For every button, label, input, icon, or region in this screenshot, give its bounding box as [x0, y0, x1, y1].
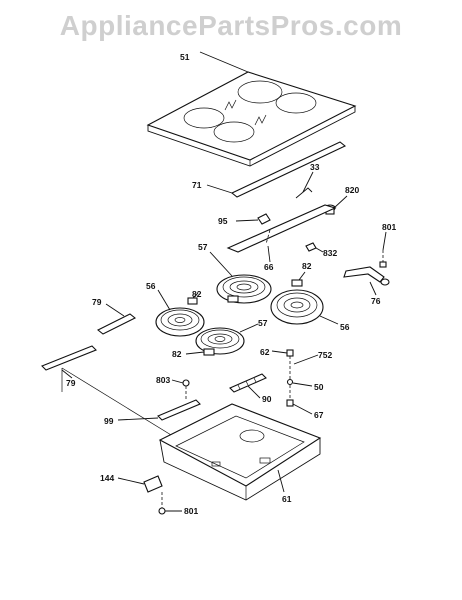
- label-79-upper: 79: [92, 297, 102, 307]
- label-57-lower: 57: [258, 318, 268, 328]
- label-832: 832: [323, 248, 337, 258]
- receptacle-82-right-part: [291, 271, 306, 287]
- bracket-144-part: [117, 475, 163, 493]
- label-71: 71: [192, 180, 202, 190]
- surface-element-57-top-part: [209, 251, 272, 304]
- terminal-wire-76-part: [343, 266, 390, 296]
- label-57-top: 57: [198, 242, 208, 252]
- label-56-left: 56: [146, 281, 156, 291]
- label-50: 50: [314, 382, 324, 392]
- label-76: 76: [371, 296, 381, 306]
- label-33: 33: [310, 162, 320, 172]
- label-90: 90: [262, 394, 272, 404]
- switch-strip-90-part: [229, 373, 267, 399]
- screw-832-part: [305, 242, 324, 253]
- screw-801-top-part: [379, 231, 387, 268]
- site-watermark: AppliancePartsPros.com: [59, 10, 403, 41]
- rear-trim-strip-part: [206, 141, 347, 198]
- side-trim-79-lower-part: [41, 345, 177, 439]
- screw-803-part: [171, 379, 190, 400]
- surface-element-57-lower-part: [185, 323, 259, 356]
- side-trim-79-upper-part: [96, 303, 137, 335]
- label-801-bottom: 801: [184, 506, 198, 516]
- label-95: 95: [218, 216, 228, 226]
- screw-801-bottom-part: [158, 492, 182, 515]
- label-79-lower: 79: [66, 378, 76, 388]
- label-803: 803: [156, 375, 170, 385]
- surface-element-56-right-part: [270, 289, 339, 325]
- support-bar-66-part: [226, 204, 337, 263]
- cooktop-glass-part: [146, 51, 357, 167]
- label-62: 62: [260, 347, 270, 357]
- label-61: 61: [282, 494, 292, 504]
- label-82-left: 82: [192, 289, 202, 299]
- label-82-right: 82: [302, 261, 312, 271]
- bracket-33-part: [295, 171, 314, 199]
- bracket-99-part: [117, 399, 201, 421]
- burner-box-61-part: [158, 403, 322, 501]
- hardware-column-part: [271, 349, 319, 415]
- label-820: 820: [345, 185, 359, 195]
- label-801-top: 801: [382, 222, 396, 232]
- label-82-lower: 82: [172, 349, 182, 359]
- label-56-right: 56: [340, 322, 350, 332]
- label-67: 67: [314, 410, 324, 420]
- label-99: 99: [104, 416, 114, 426]
- surface-element-56-left-part: [155, 289, 205, 337]
- label-66: 66: [264, 262, 274, 272]
- label-752: 752: [318, 350, 332, 360]
- clip-95-part: [235, 213, 271, 225]
- label-144: 144: [100, 473, 114, 483]
- label-51: 51: [180, 52, 190, 62]
